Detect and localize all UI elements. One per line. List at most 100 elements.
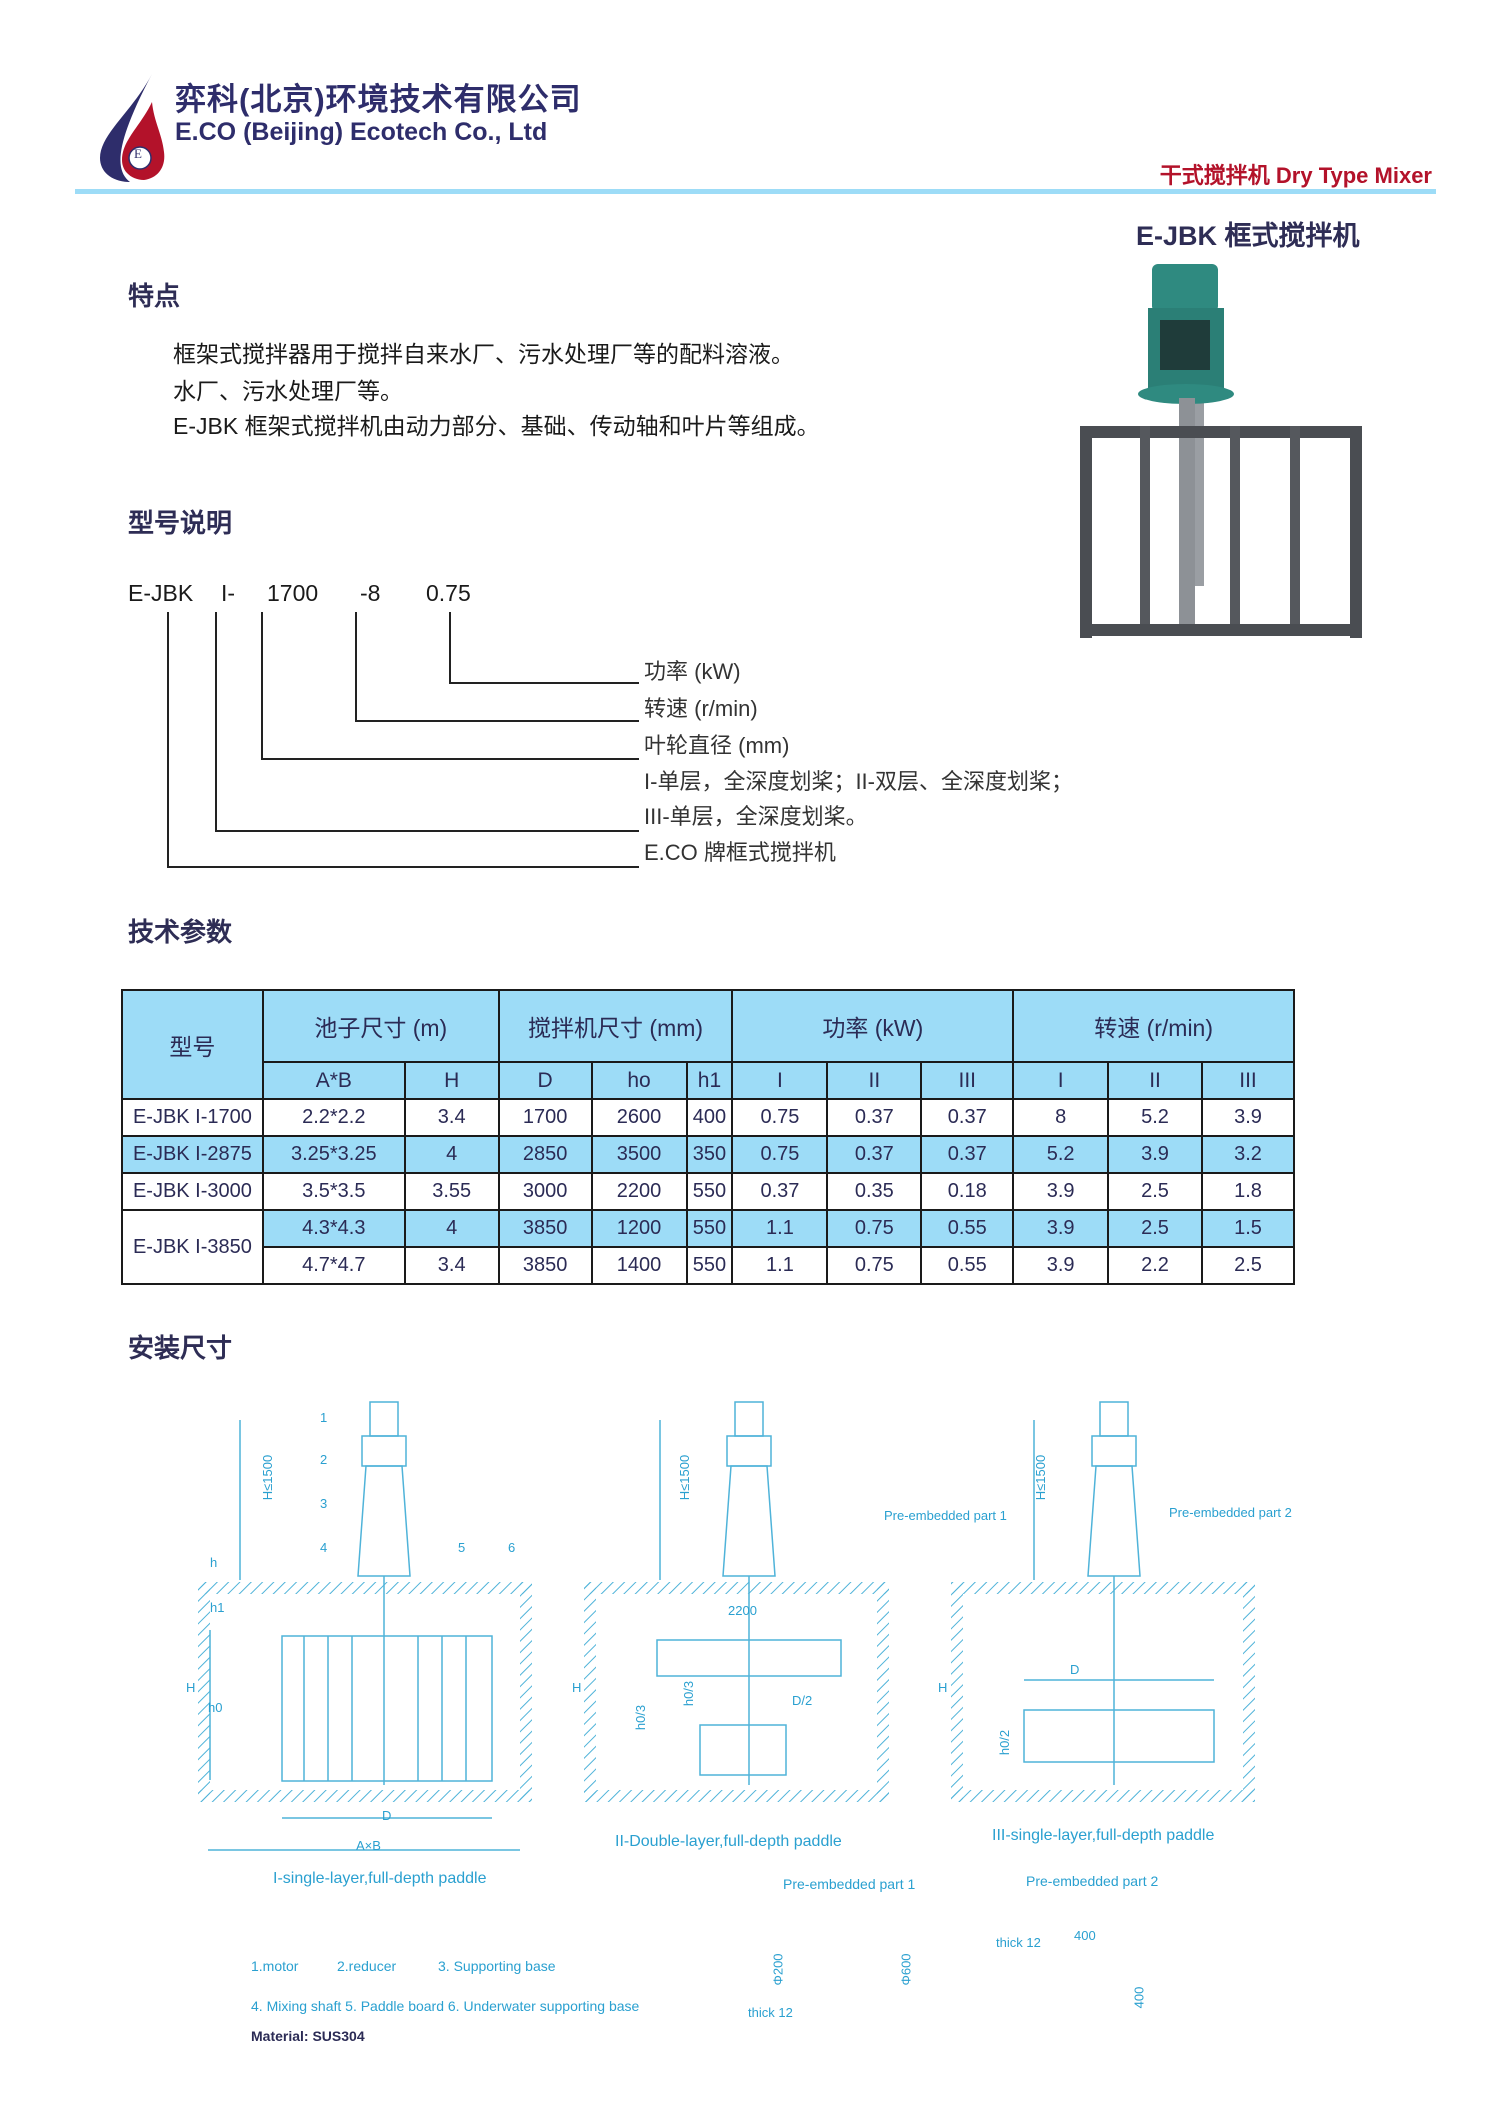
subheader-cell: II <box>826 1061 923 1100</box>
value-cell: 2200 <box>590 1172 688 1211</box>
caption-type-iii: III-single-layer,full-depth paddle <box>992 1827 1215 1844</box>
value-cell: 2.2 <box>1107 1246 1203 1285</box>
thick-label-2: thick 12 <box>996 1935 1041 1950</box>
value-cell: 550 <box>685 1172 734 1211</box>
pre-embedded-part-1-title: Pre-embedded part 1 <box>783 1876 916 1892</box>
connector-line <box>167 612 169 868</box>
mixer-product-image <box>1080 264 1362 638</box>
header-mixer-size: 搅拌机尺寸 (mm) <box>497 989 734 1063</box>
value-cell: 3.9 <box>1012 1246 1110 1285</box>
value-cell: 3.9 <box>1012 1209 1110 1248</box>
dim-2200: 2200 <box>728 1603 757 1618</box>
dim-h1-i: h1 <box>210 1600 225 1615</box>
model-cell: E-JBK I-2875 <box>121 1135 264 1174</box>
value-cell: 2850 <box>497 1135 593 1174</box>
legend-motor: 1.motor <box>251 1958 299 1974</box>
value-cell: 0.37 <box>826 1098 923 1137</box>
value-cell: 3850 <box>497 1246 593 1285</box>
dim-phi200: Φ200 <box>770 1953 786 1986</box>
header-tank-size: 池子尺寸 (m) <box>261 989 500 1063</box>
model-heading: 型号说明 <box>128 508 233 538</box>
dim-h-max-i: H≤1500 <box>260 1454 276 1501</box>
code-series: E-JBK <box>128 580 194 606</box>
caption-type-ii: II-Double-layer,full-depth paddle <box>615 1833 842 1850</box>
features-heading: 特点 <box>128 281 181 311</box>
legend-supporting-base: 3. Supporting base <box>438 1958 556 1974</box>
value-cell: 4.3*4.3 <box>261 1209 406 1248</box>
dim-h03-b: h0/3 <box>681 1680 697 1707</box>
connector-line <box>449 682 639 684</box>
pre-embedded-part-2-callout: Pre-embedded part 2 <box>1169 1505 1292 1520</box>
callout-2: 2 <box>320 1452 328 1467</box>
subheader-cell: III <box>1200 1061 1296 1100</box>
value-cell: 1200 <box>590 1209 688 1248</box>
value-cell: 0.35 <box>826 1172 923 1211</box>
callout-3: 3 <box>320 1496 328 1511</box>
subheader-cell: D <box>497 1061 593 1100</box>
feature-line: 框架式搅拌器用于搅拌自来水厂、污水处理厂等的配料溶液。 <box>173 341 794 367</box>
dim-h-max-ii: H≤1500 <box>677 1454 693 1501</box>
dim-h03-a: h0/3 <box>633 1704 649 1731</box>
caption-type-i: I-single-layer,full-depth paddle <box>273 1870 487 1887</box>
value-cell: 0.18 <box>920 1172 1015 1211</box>
value-cell: 0.37 <box>731 1172 829 1211</box>
connector-line <box>215 830 639 832</box>
logo-letter: E <box>134 146 142 161</box>
model-cell: E-JBK I-1700 <box>121 1098 264 1137</box>
connector-line <box>355 720 639 722</box>
subheader-cell: III <box>920 1061 1015 1100</box>
dim-H-ii: H <box>572 1680 582 1695</box>
subheader-cell: ho <box>590 1061 688 1100</box>
value-cell: 5.2 <box>1107 1098 1203 1137</box>
subheader-cell: H <box>403 1061 500 1100</box>
label-power: 功率 (kW) <box>644 659 741 684</box>
value-cell: 3.55 <box>403 1172 500 1211</box>
connector-line <box>215 612 217 832</box>
header-speed: 转速 (r/min) <box>1012 989 1295 1063</box>
label-type: I-单层，全深度划桨；II-双层、全深度划桨； <box>644 769 1073 794</box>
model-cell: E-JBK I-3850 <box>121 1209 264 1285</box>
drawing-type-iii <box>951 1401 1255 1802</box>
pre-embedded-part-1-callout: Pre-embedded part 1 <box>884 1508 1007 1523</box>
value-cell: 1400 <box>590 1246 688 1285</box>
value-cell: 3.2 <box>1200 1135 1296 1174</box>
connector-line <box>261 612 263 760</box>
callout-6: 6 <box>508 1540 516 1555</box>
value-cell: 5.2 <box>1012 1135 1110 1174</box>
value-cell: 3500 <box>590 1135 688 1174</box>
connector-line <box>449 612 451 684</box>
company-name-en: E.CO (Beijing) Ecotech Co., Ltd <box>175 118 548 146</box>
header-model: 型号 <box>121 989 264 1100</box>
dim-h-max-iii: H≤1500 <box>1033 1454 1049 1501</box>
callout-1: 1 <box>320 1410 328 1425</box>
label-brand: E.CO 牌框式搅拌机 <box>644 840 836 865</box>
dim-h02: h0/2 <box>997 1729 1013 1756</box>
label-speed: 转速 (r/min) <box>644 696 758 721</box>
value-cell: 0.55 <box>920 1246 1015 1285</box>
drawing-type-ii <box>584 1401 889 1802</box>
connector-line <box>167 866 639 868</box>
product-title: E-JBK 框式搅拌机 <box>1136 221 1360 251</box>
connector-line <box>355 612 357 722</box>
value-cell: 2.5 <box>1107 1172 1203 1211</box>
value-cell: 1.8 <box>1200 1172 1296 1211</box>
install-heading: 安装尺寸 <box>128 1333 233 1363</box>
value-cell: 3.4 <box>403 1246 500 1285</box>
value-cell: 2.2*2.2 <box>261 1098 406 1137</box>
code-speed: -8 <box>360 580 381 606</box>
feature-line: E-JBK 框架式搅拌机由动力部分、基础、传动轴和叶片等组成。 <box>173 413 820 439</box>
specs-heading: 技术参数 <box>128 917 233 947</box>
thick-label-1: thick 12 <box>748 2005 793 2020</box>
value-cell: 0.75 <box>731 1135 829 1174</box>
value-cell: 2.5 <box>1200 1246 1296 1285</box>
value-cell: 2600 <box>590 1098 688 1137</box>
company-name-cn: 弈科(北京)环境技术有限公司 <box>175 82 582 117</box>
value-cell: 1.1 <box>731 1209 829 1248</box>
dim-H-iii: H <box>938 1680 948 1695</box>
company-logo <box>100 74 165 182</box>
installation-drawings <box>198 1401 1255 1851</box>
dim-phi600: Φ600 <box>898 1953 914 1986</box>
